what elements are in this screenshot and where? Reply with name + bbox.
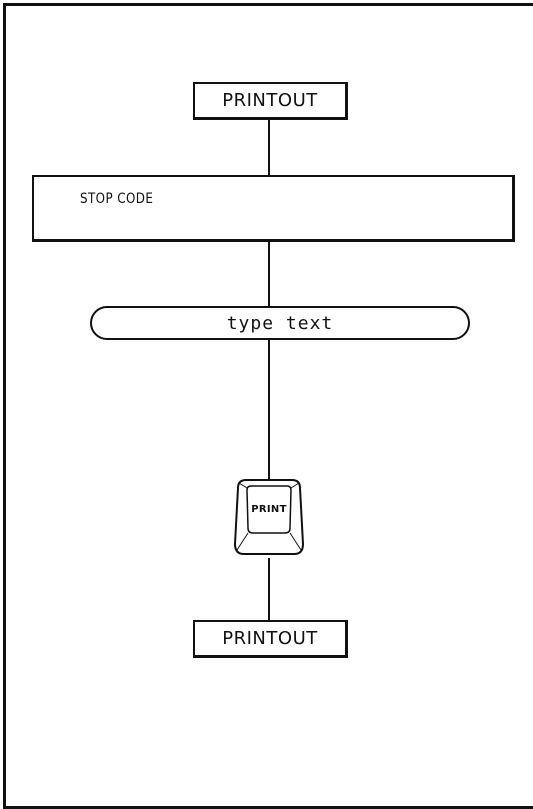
- stop-code-box: STOP CODE: [32, 175, 515, 242]
- type-text-label: type text: [226, 312, 334, 334]
- print-key-icon: PRINT: [232, 478, 306, 558]
- printout-top-label: PRINTOUT: [222, 90, 318, 111]
- stop-code-label: STOP CODE: [80, 191, 154, 207]
- connector-printout-to-stop-code: [268, 120, 270, 175]
- connector-print-key-to-printout: [268, 558, 270, 620]
- print-key-shape: [233, 479, 305, 555]
- printout-bottom-box: PRINTOUT: [193, 620, 348, 658]
- connector-stop-code-to-type-text: [268, 242, 270, 306]
- connector-type-text-to-print-key: [268, 340, 270, 480]
- printout-bottom-label: PRINTOUT: [222, 628, 318, 649]
- printout-top-box: PRINTOUT: [193, 82, 348, 120]
- type-text-pill: type text: [90, 306, 470, 340]
- print-key-label: PRINT: [251, 504, 287, 515]
